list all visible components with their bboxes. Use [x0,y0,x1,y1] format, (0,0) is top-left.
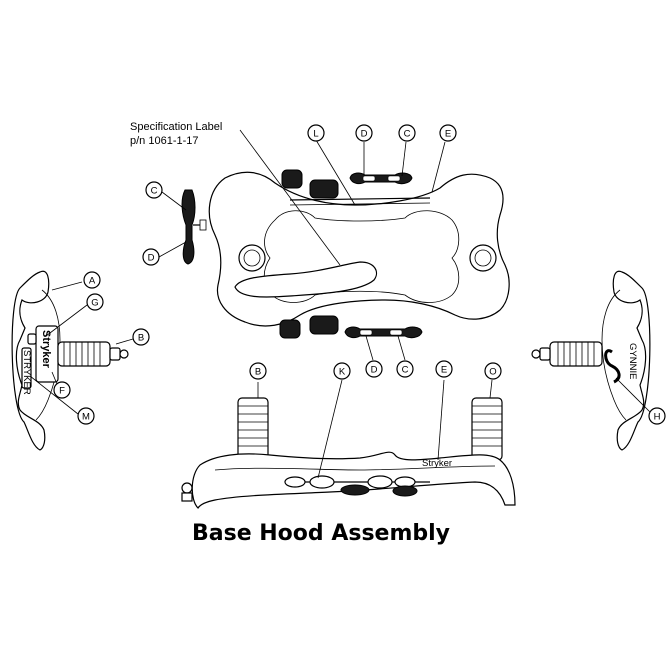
callout-C-center: C [396,360,414,378]
callout-B-left: B [132,328,150,346]
callout-F: F [53,381,71,399]
callout-H: H [648,407,666,425]
callout-K: K [333,362,351,380]
svg-text:E: E [445,129,451,140]
svg-text:D: D [361,129,368,140]
svg-text:O: O [489,367,496,378]
svg-text:B: B [255,367,261,378]
svg-text:C: C [151,186,158,197]
top-view-hood [181,169,510,339]
svg-text:F: F [59,386,65,397]
callout-O: O [484,362,502,380]
stryker-small-label: Stryker [422,458,452,469]
leader-lines [29,129,651,479]
callout-D-center: D [365,360,383,378]
svg-text:H: H [654,412,661,423]
svg-text:E: E [441,365,447,376]
front-view [181,397,516,509]
callout-E-top: E [439,124,457,142]
callout-C-left: C [145,181,163,199]
svg-text:L: L [313,129,318,140]
left-side-view [11,270,129,451]
svg-text:K: K [339,367,346,378]
svg-text:A: A [89,276,96,287]
svg-text:M: M [82,412,90,423]
svg-text:C: C [404,129,411,140]
callout-B-bottom: B [249,362,267,380]
stryker-label: Stryker [40,330,52,369]
svg-text:D: D [148,253,155,264]
svg-text:G: G [91,298,98,309]
callout-C-top: C [398,124,416,142]
diagram-title: Base Hood Assembly [192,521,450,546]
gynnie-side-text: GYNNIE [627,343,638,379]
callout-L: L [307,124,325,142]
callout-E-bottom: E [435,360,453,378]
callout-M: M [77,407,95,425]
svg-text:D: D [371,365,378,376]
callout-D-top: D [355,124,373,142]
svg-text:B: B [138,333,144,344]
spec-label-line1: Specification Label [130,121,222,133]
right-side-view [531,270,651,451]
svg-text:C: C [402,365,409,376]
callout-G: G [86,293,104,311]
stryker-side-text: STRYKER [21,350,32,395]
callout-A: A [83,271,101,289]
spec-label-line2: p/n 1061-1-17 [130,135,199,147]
callout-D-left: D [142,248,160,266]
